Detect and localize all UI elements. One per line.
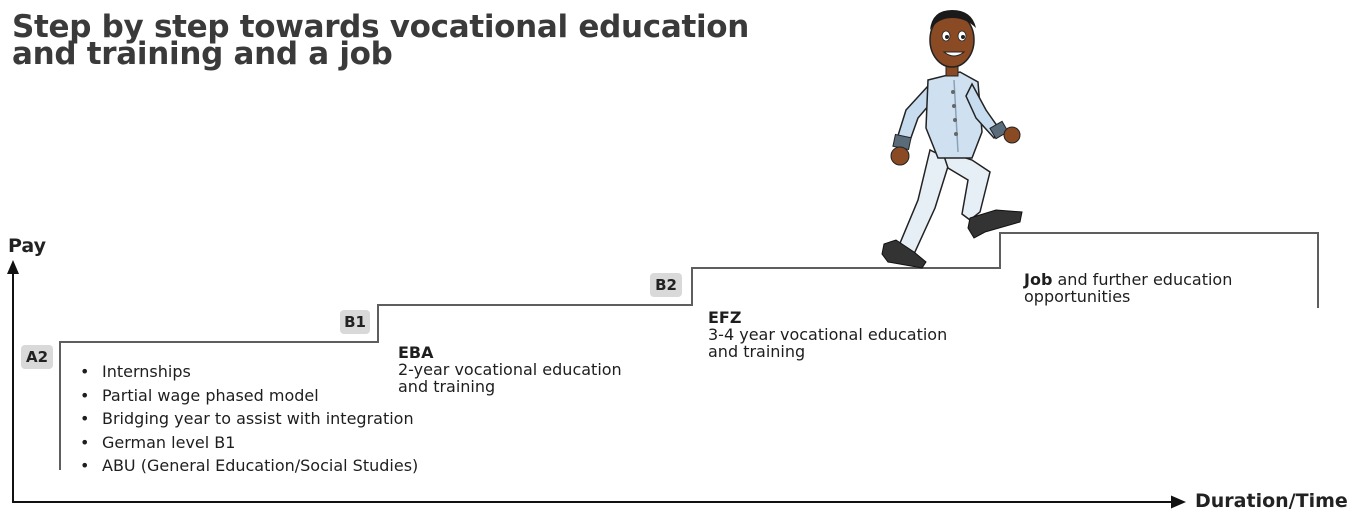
badge-b2: B2 — [650, 273, 682, 297]
walking-man-icon — [881, 10, 1023, 269]
badge-b1: B1 — [340, 310, 370, 334]
efz-heading: EFZ — [708, 308, 742, 327]
job-heading: Job — [1024, 270, 1053, 289]
efz-text-line-2: and training — [708, 342, 806, 361]
a2-bullet-list: Internships Partial wage phased model Br… — [78, 360, 418, 478]
y-axis-arrow-icon — [7, 260, 19, 274]
x-axis-label: Duration/Time — [1195, 490, 1348, 512]
list-item: Bridging year to assist with integration — [78, 407, 418, 431]
efz-block: EFZ 3-4 year vocational education and tr… — [708, 309, 947, 360]
eba-text-line-1: 2-year vocational education — [398, 360, 622, 379]
x-axis-arrow-icon — [1171, 495, 1186, 509]
title-line-2: and training and a job — [12, 36, 393, 72]
job-text-line-2: opportunities — [1024, 287, 1131, 306]
list-item: ABU (General Education/Social Studies) — [78, 454, 418, 478]
eba-block: EBA 2-year vocational education and trai… — [398, 344, 622, 395]
job-text-line-1: and further education — [1052, 270, 1233, 289]
page-title: Step by step towards vocational educatio… — [12, 9, 750, 72]
list-item: Partial wage phased model — [78, 384, 418, 408]
badge-a2: A2 — [21, 345, 53, 369]
eba-text-line-2: and training — [398, 377, 496, 396]
job-block: Job and further education opportunities — [1024, 271, 1232, 305]
staircase-line — [59, 232, 1319, 470]
list-item: German level B1 — [78, 431, 418, 455]
title-line-1: Step by step towards vocational educatio… — [12, 9, 750, 45]
efz-text-line-1: 3-4 year vocational education — [708, 325, 948, 344]
eba-heading: EBA — [398, 343, 434, 362]
y-axis-label: Pay — [8, 235, 47, 257]
list-item: Internships — [78, 360, 418, 384]
